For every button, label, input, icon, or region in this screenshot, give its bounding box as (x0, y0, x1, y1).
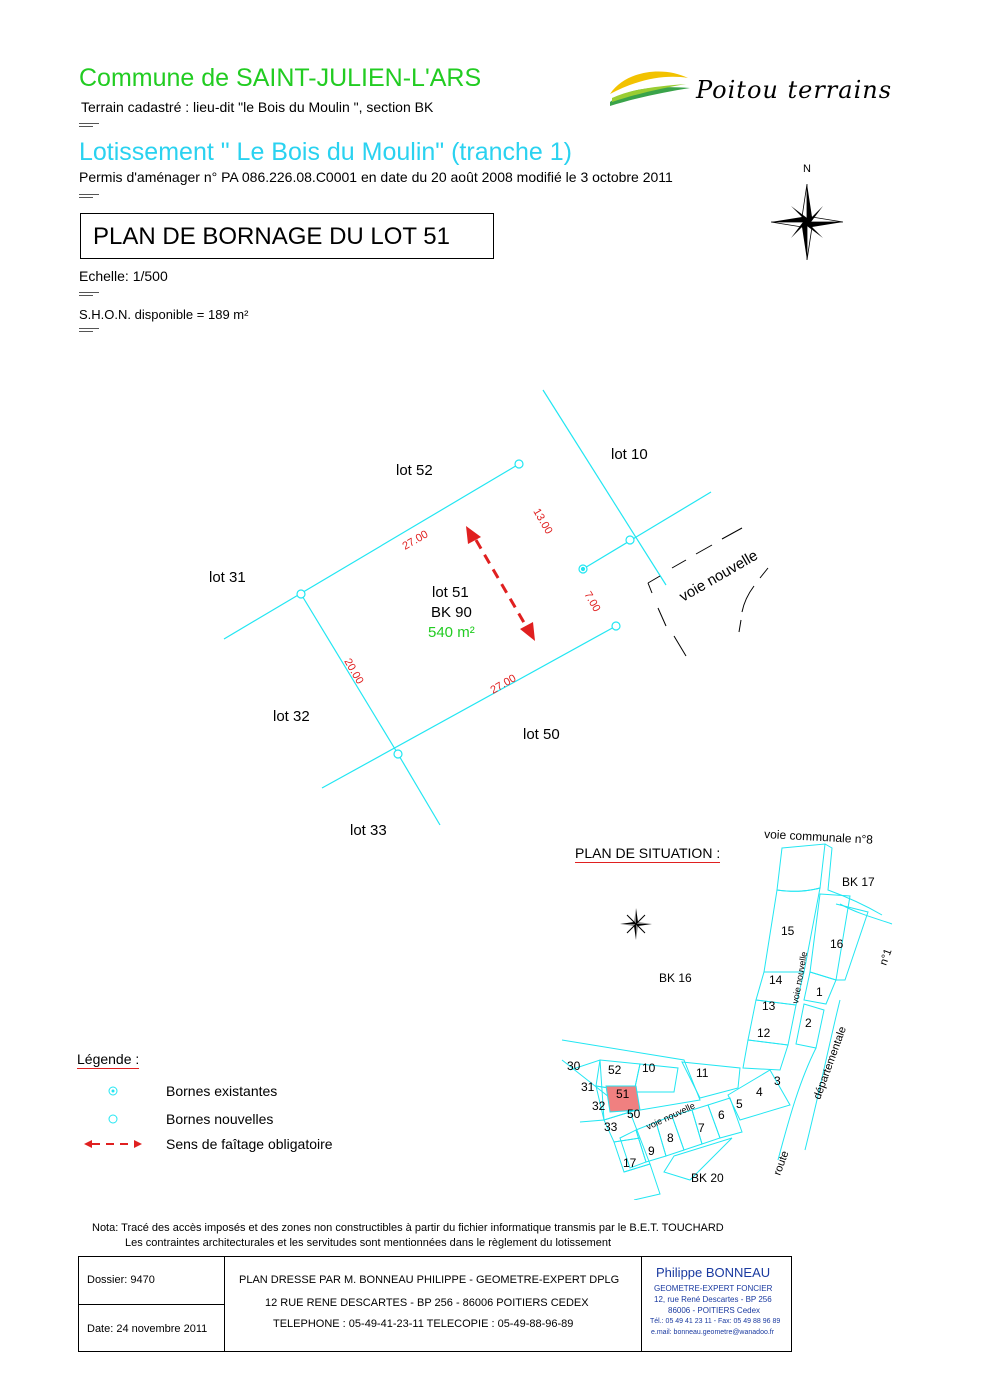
situation-lot-number: 17 (623, 1156, 637, 1170)
situation-lot-number: 31 (581, 1080, 595, 1094)
stamp-title: GEOMETRE-EXPERT FONCIER (654, 1284, 773, 1293)
lotissement-title: Lotissement " Le Bois du Moulin" (tranch… (79, 138, 572, 166)
note-line: Les contraintes architecturales et les s… (125, 1237, 612, 1249)
shon-label: S.H.O.N. disponible = 189 m² (79, 307, 249, 322)
legend-title: Légende : (77, 1051, 140, 1069)
situation-label: BK 16 (659, 971, 692, 985)
legend-item: Bornes nouvelles (166, 1111, 274, 1127)
situation-label: voie nouvelle (790, 951, 809, 1004)
line-marker (79, 194, 99, 200)
situation-lot-number: 2 (805, 1016, 812, 1030)
situation-label: voie communale n°8 (764, 827, 874, 847)
lot51-name: lot 51 (432, 584, 469, 601)
line-marker (79, 123, 99, 129)
scale-label: Echelle: 1/500 (79, 268, 168, 284)
stamp-email: e.mail: bonneau.geometre@wanadoo.fr (651, 1329, 775, 1336)
lot-label: lot 33 (350, 822, 387, 839)
lot51-area: 540 m² (428, 624, 475, 641)
situation-label: n°1 (878, 947, 895, 967)
compass-small-icon (620, 908, 652, 940)
situation-label: BK 17 (842, 875, 875, 889)
situation-lot-number: 52 (608, 1063, 622, 1077)
borne-nouvelle (393, 749, 403, 759)
compass-north-label: N (803, 163, 811, 175)
lot-label: lot 32 (273, 708, 310, 725)
situation-lot-number: 16 (830, 937, 844, 951)
lot-label: lot 10 (611, 446, 648, 463)
situation-lot-number: 7 (698, 1121, 705, 1135)
situation-label: départementale (812, 1025, 849, 1101)
situation-lot-number: 51 (616, 1087, 630, 1101)
plan-title: PLAN DE BORNAGE DU LOT 51 (80, 213, 494, 259)
permis-line: Permis d'aménager n° PA 086.226.08.C0001… (79, 169, 673, 185)
situation-lot-number: 9 (648, 1144, 655, 1158)
situation-lot-number: 32 (592, 1099, 606, 1113)
dimension-label: 27.00 (489, 672, 519, 696)
situation-plan: voie communale n°8 BK 17 BK 16 BK 20 voi… (561, 827, 895, 1200)
situation-lot-number: 6 (718, 1108, 725, 1122)
poitou-terrains-logo (610, 71, 690, 106)
situation-lot-number: 14 (769, 973, 783, 987)
title-block: Dossier: 9470 Date: 24 novembre 2011 PLA… (78, 1256, 792, 1352)
legend-item: Bornes existantes (166, 1083, 278, 1099)
legend-symbols (84, 1086, 142, 1148)
borne-nouvelle-icon (108, 1114, 118, 1124)
situation-title: PLAN DE SITUATION : (575, 845, 721, 863)
lot51-north-boundary (223, 463, 520, 640)
situation-lot-number: 11 (696, 1066, 709, 1080)
situation-lot-number: 33 (604, 1120, 618, 1134)
faitage-arrow (474, 539, 528, 627)
surveyor-stamp: Philippe BONNEAU GEOMETRE-EXPERT FONCIER… (644, 1257, 789, 1351)
situation-lot-number: 5 (736, 1097, 743, 1111)
commune-title: Commune de SAINT-JULIEN-L'ARS (79, 64, 482, 92)
dimension-label: 7.00 (581, 590, 602, 615)
lot51-parcel: BK 90 (431, 604, 472, 621)
borne-nouvelle (296, 589, 306, 599)
situation-label: route (772, 1149, 792, 1177)
situation-lot-number: 4 (756, 1085, 763, 1099)
situation-lot-number: 8 (667, 1131, 674, 1145)
stamp-address: 12, rue René Descartes - BP 256 (654, 1295, 772, 1304)
compass-rose-icon (771, 183, 843, 260)
situation-lot-number: 12 (757, 1026, 771, 1040)
situation-label: BK 20 (691, 1171, 724, 1185)
bornage-plan: lot 52 lot 10 lot 31 lot 32 lot 50 lot 3… (209, 389, 769, 839)
situation-lot-number: 1 (816, 985, 823, 999)
legend-item: Sens de faîtage obligatoire (166, 1136, 333, 1152)
date-label: Date: 24 novembre 2011 (87, 1323, 208, 1335)
situation-lot-number: 13 (762, 999, 776, 1013)
borne-nouvelle (514, 459, 524, 469)
lot-label: lot 31 (209, 569, 246, 586)
lot-label: lot 52 (396, 462, 433, 479)
situation-lot-number: 30 (567, 1059, 581, 1073)
situation-lot-number: 10 (642, 1061, 656, 1075)
dimension-label: 20.00 (341, 657, 365, 687)
situation-lot-number: 3 (774, 1074, 781, 1088)
footer-line: PLAN DRESSE PAR M. BONNEAU PHILIPPE - GE… (239, 1274, 620, 1286)
borne-nouvelle (611, 621, 621, 631)
lot51-highlight (605, 1085, 641, 1113)
lot51-west-boundary (300, 593, 399, 755)
situation-lot-number: 50 (627, 1107, 641, 1121)
line-marker (79, 292, 99, 298)
stamp-name: Philippe BONNEAU (656, 1265, 771, 1280)
lot-label: lot 50 (523, 726, 560, 743)
note-line: Nota: Tracé des accès imposés et des zon… (92, 1222, 724, 1234)
cadastre-line: Terrain cadastré : lieu-dit "le Bois du … (81, 99, 434, 115)
footer-line: TELEPHONE : 05-49-41-23-11 TELECOPIE : 0… (273, 1318, 574, 1330)
footer-line: 12 RUE RENE DESCARTES - BP 256 - 86006 P… (265, 1297, 589, 1309)
stamp-phone: Tél.: 05 49 41 23 11 - Fax: 05 49 88 96 … (650, 1318, 781, 1325)
situation-lot-number: 15 (781, 924, 795, 938)
lot51-east-boundary (542, 389, 667, 586)
stamp-address: 86006 - POITIERS Cedex (668, 1306, 761, 1315)
borne-nouvelle (625, 535, 635, 545)
dossier-number: Dossier: 9470 (87, 1274, 155, 1286)
line-marker (79, 328, 99, 334)
logo-text: Poitou terrains (696, 76, 893, 104)
voie-nouvelle-label: voie nouvelle (677, 547, 761, 606)
lot51-south-boundary (321, 625, 617, 789)
dimension-label: 13.00 (530, 507, 554, 537)
